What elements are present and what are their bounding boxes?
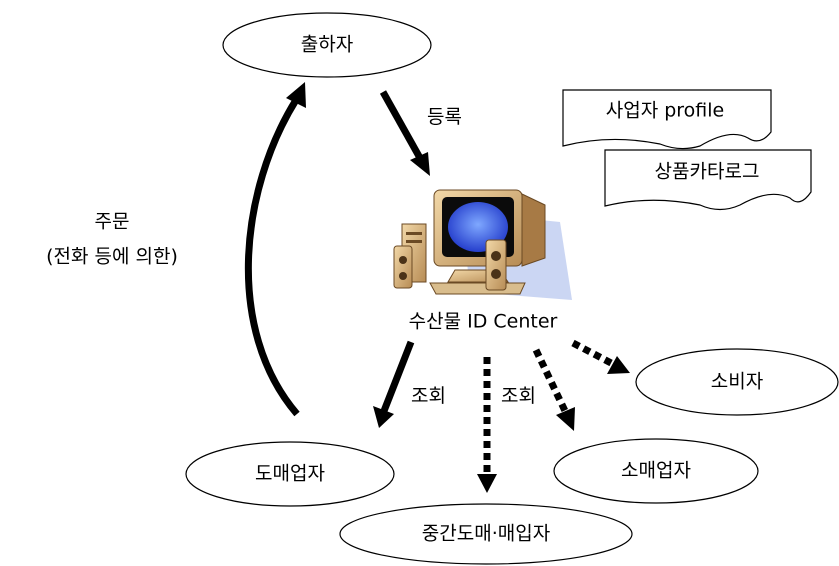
register-label: 등록 [427,106,462,128]
business-profile-document [562,89,772,150]
product-catalog-document [604,149,812,211]
product-catalog-label: 상품카타로그 [654,160,760,183]
query-wholesaler-arrow [380,340,415,413]
shipper-node [222,12,432,78]
retailer-node [553,438,759,504]
shipper-label: 출하자 [300,33,354,56]
order-arrow [244,98,300,417]
register-arrow [379,90,424,160]
consumer-label: 소비자 [710,370,764,393]
intermediate-node [339,503,633,565]
center-label: 수산물 ID Center [408,310,558,333]
retailer-label: 소매업자 [621,459,691,482]
query-retailer-arrow [532,348,570,415]
wholesaler-node [185,441,395,507]
query-consumer-arrow [571,339,615,368]
order-label-line1: 주문 [94,210,130,233]
wholesaler-label: 도매업자 [255,462,325,485]
consumer-node [635,348,839,416]
order-label-line2: (전화 등에 의한) [46,245,178,268]
intermediate-label: 중간도매·매입자 [421,522,551,545]
query-wholesaler-label: 조회 [411,385,446,407]
business-profile-label: 사업자 profile [605,99,725,122]
query-other-label: 조회 [501,385,536,407]
computer-icon [393,189,572,300]
